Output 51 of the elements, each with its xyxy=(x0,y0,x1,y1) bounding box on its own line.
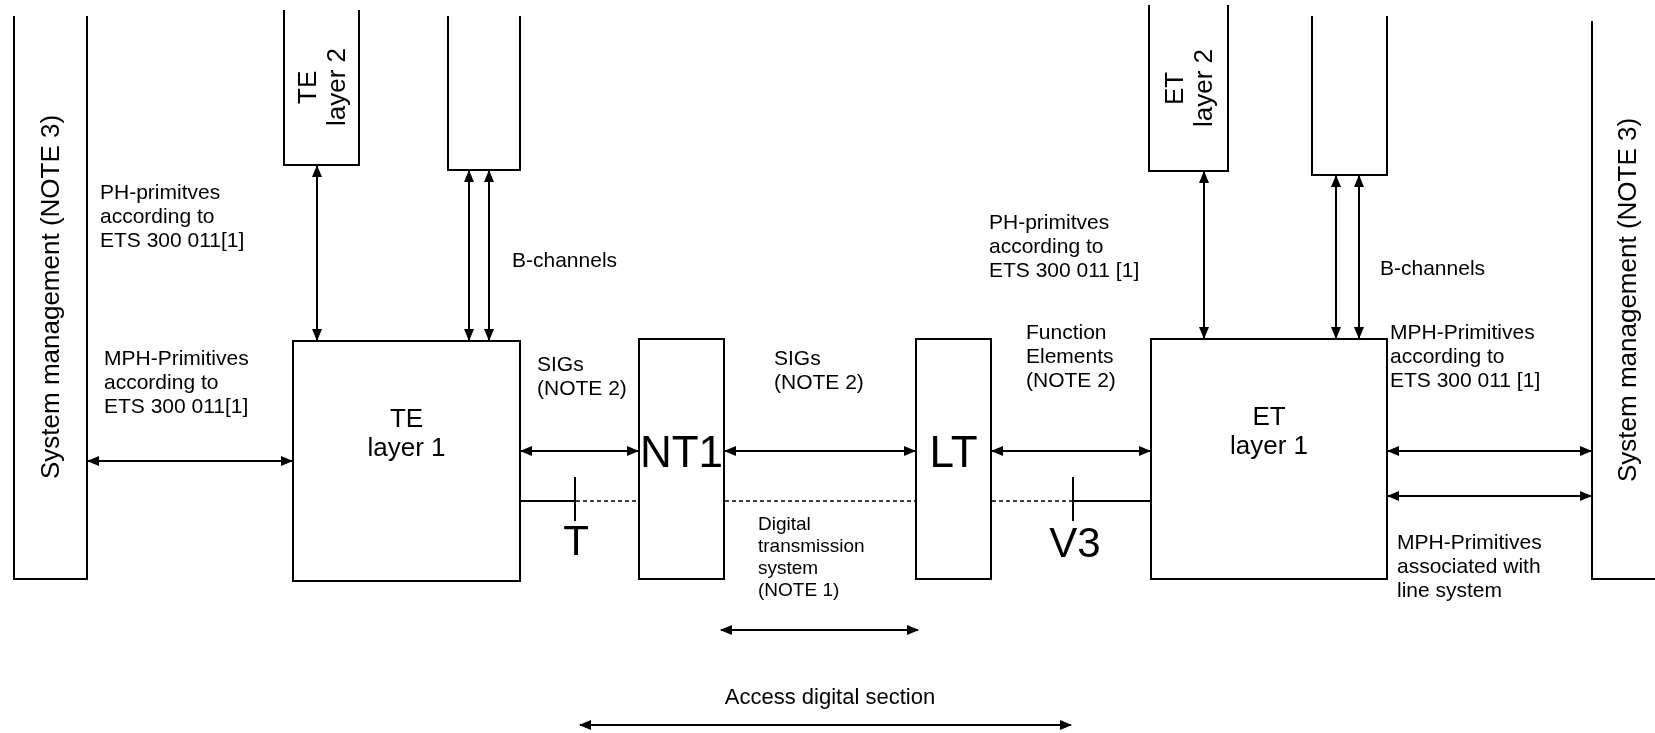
reference-point-label: V3 xyxy=(1048,522,1102,564)
box-label: TE layer 1 xyxy=(366,404,447,462)
reference-point-tick xyxy=(1072,477,1074,521)
equipment-box xyxy=(638,338,725,580)
panel-title: System management (NOTE 3) xyxy=(1612,116,1642,484)
double-arrow xyxy=(1199,171,1209,339)
edge-label: SIGs (NOTE 2) xyxy=(537,352,627,401)
box-label: ET layer 2 xyxy=(1159,47,1218,129)
double-arrow xyxy=(724,446,916,456)
double-arrow xyxy=(1354,175,1364,339)
connection-line xyxy=(1073,500,1151,502)
reference-point-tick xyxy=(574,477,576,521)
equipment-box xyxy=(915,338,992,580)
edge-label: MPH-Primitives associated with line system xyxy=(1397,530,1543,603)
connection-line xyxy=(520,500,575,502)
layer-box xyxy=(1150,338,1388,580)
edge-label: SIGs (NOTE 2) xyxy=(774,346,864,395)
double-arrow xyxy=(464,170,474,341)
double-arrow xyxy=(312,165,322,341)
double-arrow xyxy=(520,446,639,456)
edge-label: PH-primitves according to ETS 300 011 [1] xyxy=(989,210,1141,283)
layer-box xyxy=(292,340,521,582)
system-management-panel xyxy=(1591,21,1655,580)
dashed-line xyxy=(724,500,916,502)
layer-box xyxy=(1148,5,1229,172)
dimension-label: Access digital section xyxy=(723,684,937,710)
edge-label: B-channels xyxy=(1380,256,1487,281)
edge-label: Function Elements (NOTE 2) xyxy=(1026,320,1117,393)
box-label: NT1 xyxy=(639,428,724,477)
dashed-line xyxy=(991,500,1073,502)
double-arrow xyxy=(87,456,293,466)
panel-title: System management (NOTE 3) xyxy=(36,113,65,482)
layer-box xyxy=(283,10,360,166)
box-label: ET layer 1 xyxy=(1228,402,1309,460)
double-arrow xyxy=(991,446,1151,456)
double-arrow xyxy=(1331,175,1341,339)
layer-box xyxy=(1311,16,1388,176)
edge-label: MPH-Primitives according to ETS 300 011 [1] xyxy=(1390,320,1542,393)
layer-box xyxy=(447,16,521,171)
double-arrow xyxy=(1387,491,1592,501)
reference-point-label: T xyxy=(562,520,590,562)
edge-label: B-channels xyxy=(512,248,619,273)
box-label: LT xyxy=(929,428,978,477)
edge-label: MPH-Primitives according to ETS 300 011[1] xyxy=(104,346,250,419)
dimension-label: Digital transmission system (NOTE 1) xyxy=(758,513,866,601)
box-label: TE layer 2 xyxy=(292,47,351,129)
edge-label: PH-primitves according to ETS 300 011[1] xyxy=(100,180,246,253)
dashed-line xyxy=(575,500,639,502)
double-arrow xyxy=(1387,446,1592,456)
system-management-panel xyxy=(13,16,88,580)
double-arrow xyxy=(484,170,494,341)
